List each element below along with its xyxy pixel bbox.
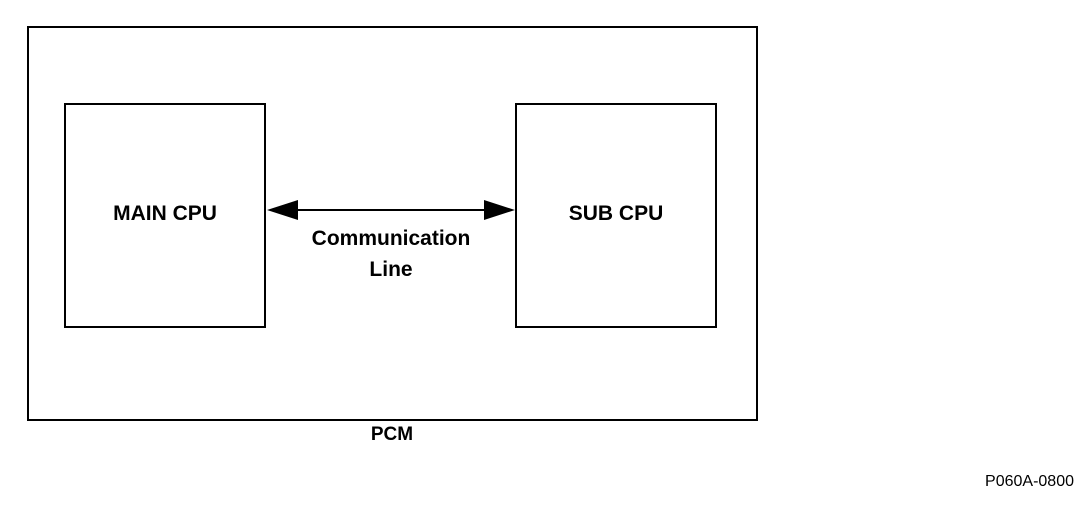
figure-id-label: P060A-0800	[985, 473, 1074, 490]
sub-cpu-label: SUB CPU	[568, 201, 664, 225]
pcm-label: PCM	[370, 424, 414, 445]
arrowhead-left	[267, 200, 298, 220]
pcm-container-box	[27, 26, 758, 421]
arrowhead-right	[484, 200, 515, 220]
main-cpu-box: MAIN CPU	[64, 103, 266, 328]
communication-line-label: Communication Line	[290, 223, 492, 285]
sub-cpu-box: SUB CPU	[515, 103, 717, 328]
communication-label-line1: Communication	[311, 227, 471, 250]
main-cpu-label: MAIN CPU	[113, 201, 217, 225]
communication-label-line2: Line	[369, 258, 413, 281]
